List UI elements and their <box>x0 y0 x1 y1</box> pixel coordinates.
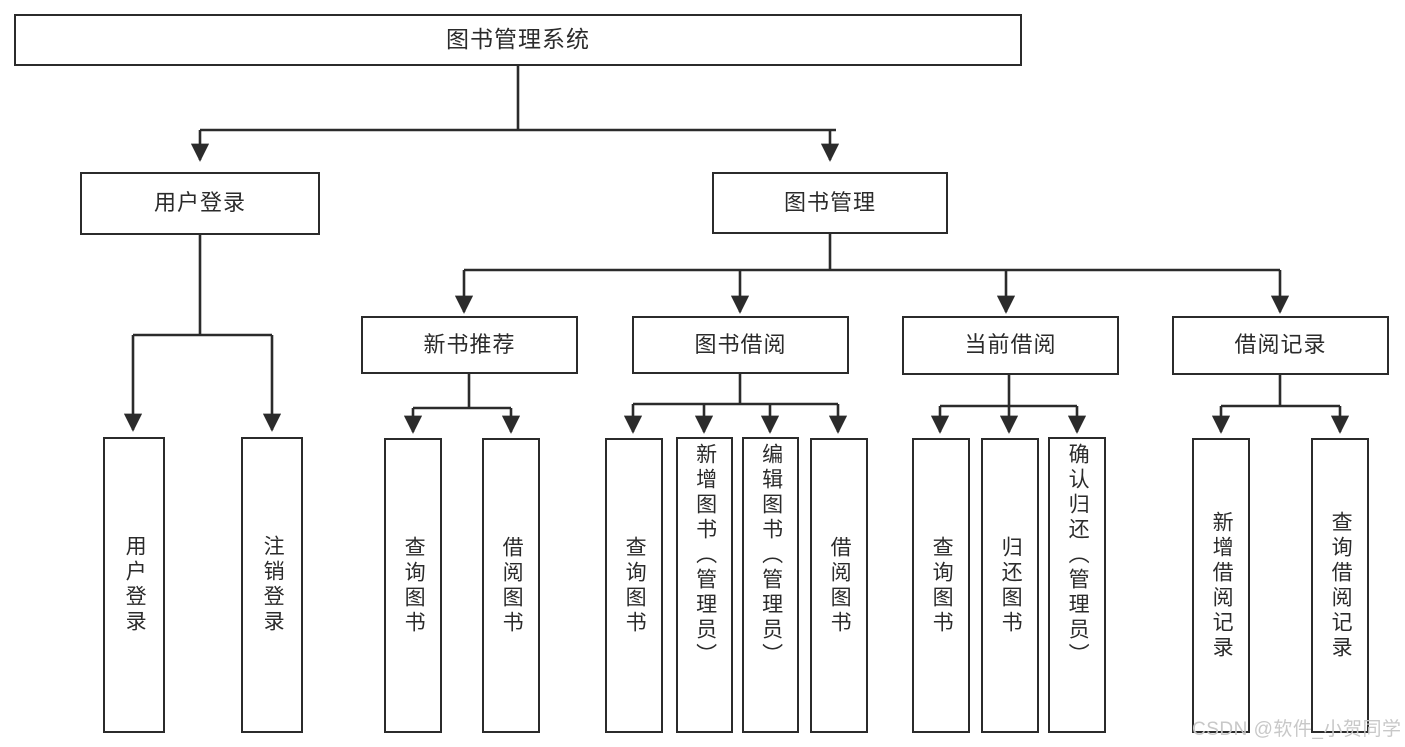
leaf-confirm-return-admin[interactable]: 确认归还（管理员） <box>1048 437 1106 733</box>
leaf-query-book-borrow[interactable]: 查询图书 <box>605 438 663 733</box>
leaf-logout[interactable]: 注销登录 <box>241 437 303 733</box>
leaf-query-borrow-record[interactable]: 查询借阅记录 <box>1311 438 1369 733</box>
node-new-book-recommend[interactable]: 新书推荐 <box>361 316 578 374</box>
leaf-borrow-book[interactable]: 借阅图书 <box>810 438 868 733</box>
leaf-edit-book-admin[interactable]: 编辑图书（管理员） <box>742 437 799 733</box>
node-book-management[interactable]: 图书管理 <box>712 172 948 234</box>
csdn-watermark: CSDN @软件_小贺同学 <box>1192 719 1402 740</box>
leaf-add-book-admin[interactable]: 新增图书（管理员） <box>676 437 733 733</box>
leaf-query-book-recommend[interactable]: 查询图书 <box>384 438 442 733</box>
leaf-return-book[interactable]: 归还图书 <box>981 438 1039 733</box>
node-current-borrow[interactable]: 当前借阅 <box>902 316 1119 375</box>
node-user-login[interactable]: 用户登录 <box>80 172 320 235</box>
node-borrow-record[interactable]: 借阅记录 <box>1172 316 1389 375</box>
leaf-borrow-book-recommend[interactable]: 借阅图书 <box>482 438 540 733</box>
leaf-add-borrow-record[interactable]: 新增借阅记录 <box>1192 438 1250 733</box>
leaf-user-login[interactable]: 用户登录 <box>103 437 165 733</box>
node-book-borrow[interactable]: 图书借阅 <box>632 316 849 374</box>
leaf-query-book-current[interactable]: 查询图书 <box>912 438 970 733</box>
node-root-system[interactable]: 图书管理系统 <box>14 14 1022 66</box>
